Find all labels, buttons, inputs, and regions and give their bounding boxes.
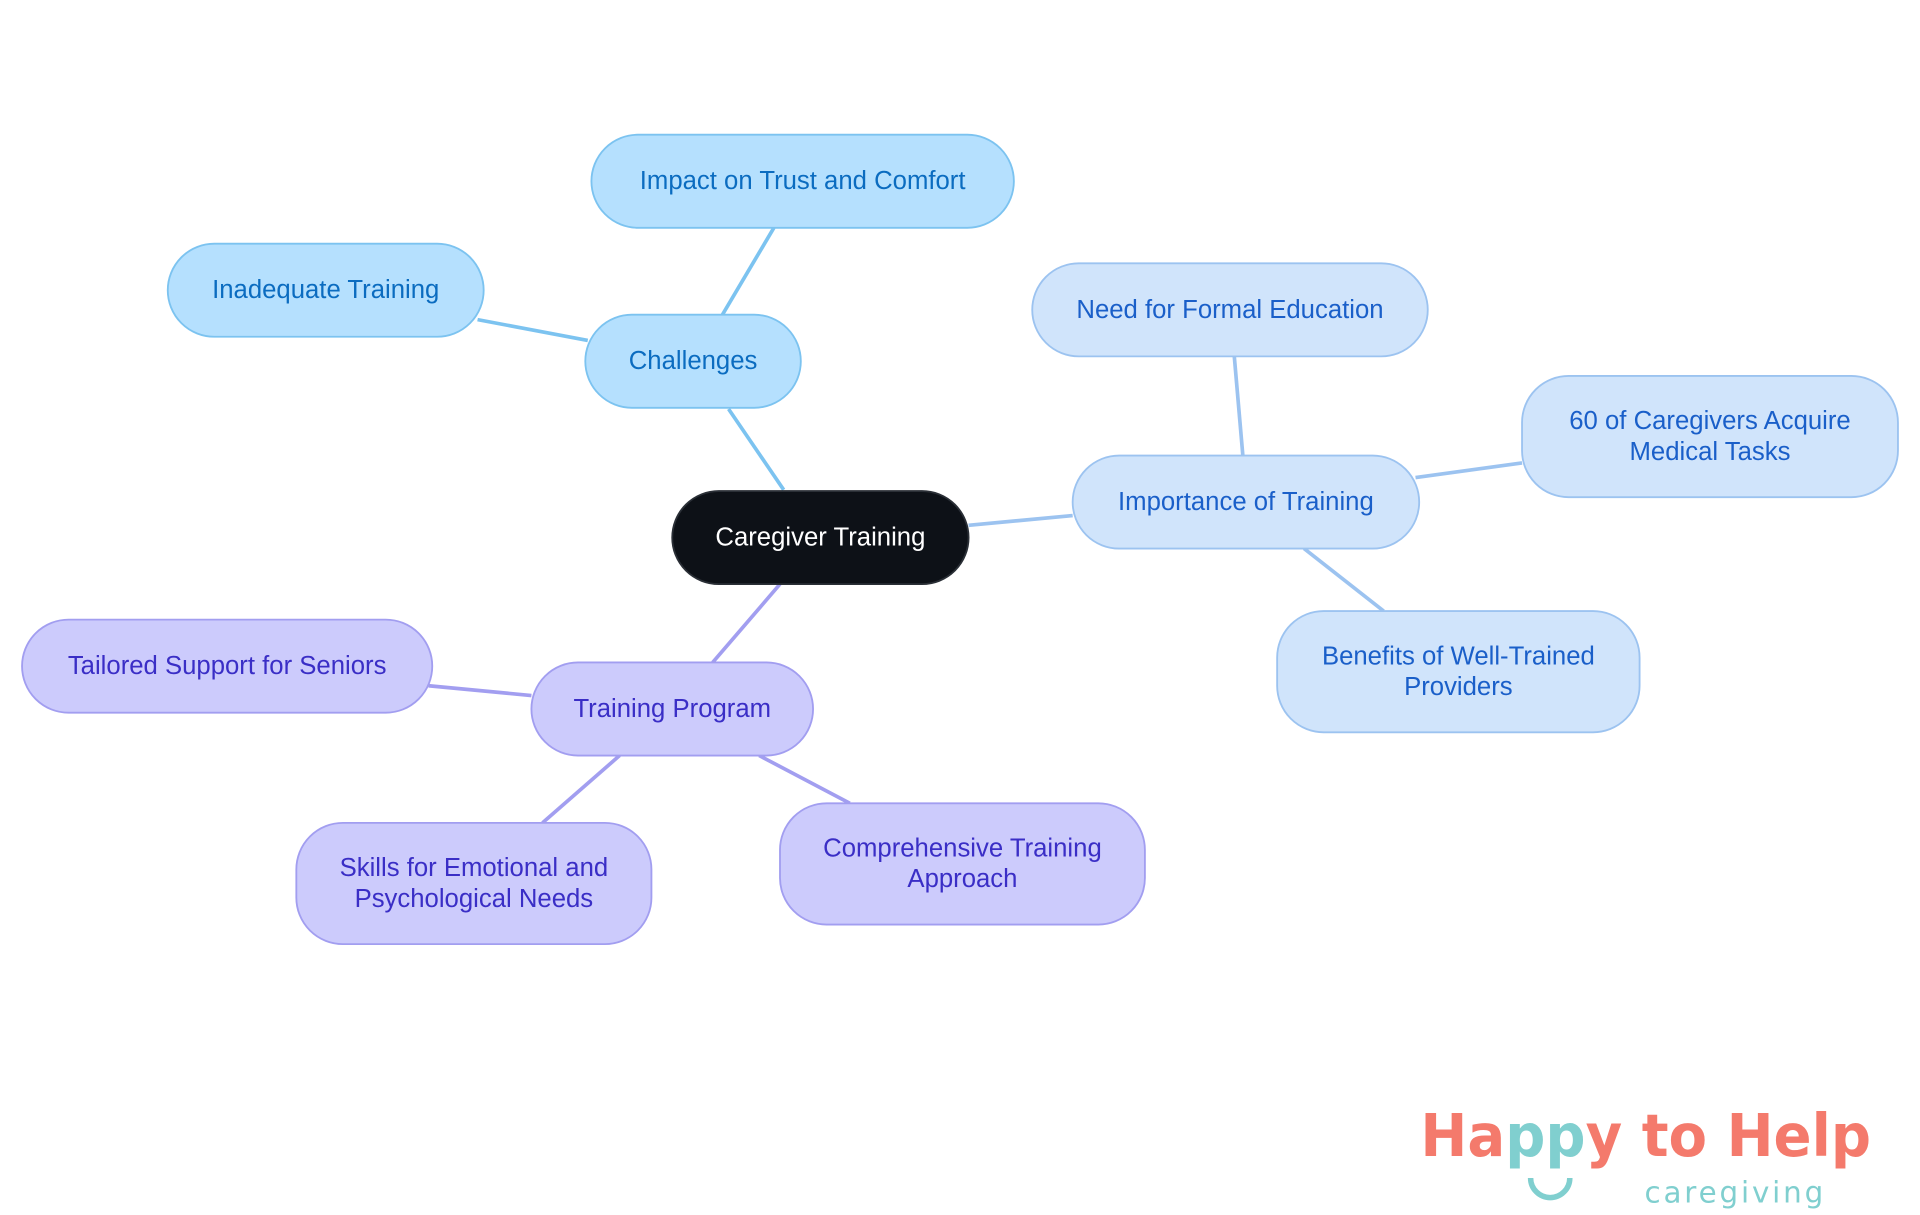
happy-to-help-logo: Happy to Help caregiving bbox=[1420, 1101, 1871, 1210]
leaf-node-program-label: Tailored Support for Seniors bbox=[68, 652, 387, 680]
leaf-node-challenges-label: Impact on Trust and Comfort bbox=[640, 167, 966, 195]
leaf-node-importance-box bbox=[1031, 262, 1429, 358]
leaf-node-importance-label: Medical Tasks bbox=[1630, 438, 1791, 466]
edge-importance-child bbox=[1415, 461, 1523, 480]
branch-node-challenges-label: Challenges bbox=[629, 347, 758, 375]
leaf-node-program-label: Comprehensive Training bbox=[823, 835, 1102, 863]
leaf-node-importance-label: Providers bbox=[1404, 673, 1513, 701]
smile-icon bbox=[1527, 1177, 1573, 1201]
edge-program-child bbox=[758, 753, 851, 805]
root-node-box bbox=[671, 490, 970, 586]
leaf-node-challenges-box bbox=[590, 133, 1015, 229]
leaf-node-program-box bbox=[295, 821, 653, 946]
leaf-node-importance[interactable]: Need for Formal Education bbox=[1031, 262, 1429, 358]
branch-node-importance-box bbox=[1071, 454, 1421, 550]
edge-program-child bbox=[541, 754, 621, 825]
leaf-node-program-label: Psychological Needs bbox=[355, 885, 594, 913]
leaf-node-importance-label: Need for Formal Education bbox=[1076, 296, 1383, 324]
branch-node-importance-label: Importance of Training bbox=[1118, 488, 1374, 516]
branch-node-importance[interactable]: Importance of Training bbox=[1071, 454, 1421, 550]
leaf-node-program-label: Skills for Emotional and bbox=[340, 854, 609, 882]
branch-node-challenges[interactable]: Challenges bbox=[584, 313, 802, 409]
leaf-node-program-box bbox=[779, 802, 1146, 926]
root-node[interactable]: Caregiver Training bbox=[671, 490, 970, 586]
branch-node-program[interactable]: Training Program bbox=[530, 661, 814, 757]
leaf-node-importance-box bbox=[1276, 610, 1641, 734]
edge-challenges-child bbox=[477, 317, 589, 343]
edge-root-program bbox=[711, 582, 782, 664]
leaf-node-challenges[interactable]: Impact on Trust and Comfort bbox=[590, 133, 1015, 229]
logo-wordmark: Happy to Help bbox=[1420, 1101, 1871, 1170]
edge-root-importance bbox=[968, 513, 1073, 528]
edge-importance-child bbox=[1302, 547, 1385, 613]
leaf-node-challenges-label: Inadequate Training bbox=[212, 276, 439, 304]
edge-importance-child bbox=[1232, 356, 1245, 456]
root-node-label: Caregiver Training bbox=[715, 524, 925, 552]
leaf-node-program-box bbox=[21, 618, 434, 714]
logo-subtitle: caregiving bbox=[1644, 1175, 1823, 1209]
leaf-node-importance-box bbox=[1521, 375, 1899, 499]
branch-node-challenges-box bbox=[584, 313, 802, 409]
edge-root-challenges bbox=[727, 407, 786, 491]
leaf-node-importance-label: 60 of Caregivers Acquire bbox=[1569, 407, 1850, 435]
leaf-node-importance-label: Benefits of Well-Trained bbox=[1322, 642, 1595, 670]
edge-program-child bbox=[428, 683, 532, 698]
leaf-node-program-label: Approach bbox=[907, 865, 1017, 893]
leaf-node-challenges-box bbox=[166, 242, 485, 338]
branch-node-program-box bbox=[530, 661, 814, 757]
leaf-node-challenges[interactable]: Inadequate Training bbox=[166, 242, 485, 338]
edge-challenges-child bbox=[720, 226, 776, 316]
leaf-node-program[interactable]: Tailored Support for Seniors bbox=[21, 618, 434, 714]
branch-node-program-label: Training Program bbox=[573, 695, 771, 723]
